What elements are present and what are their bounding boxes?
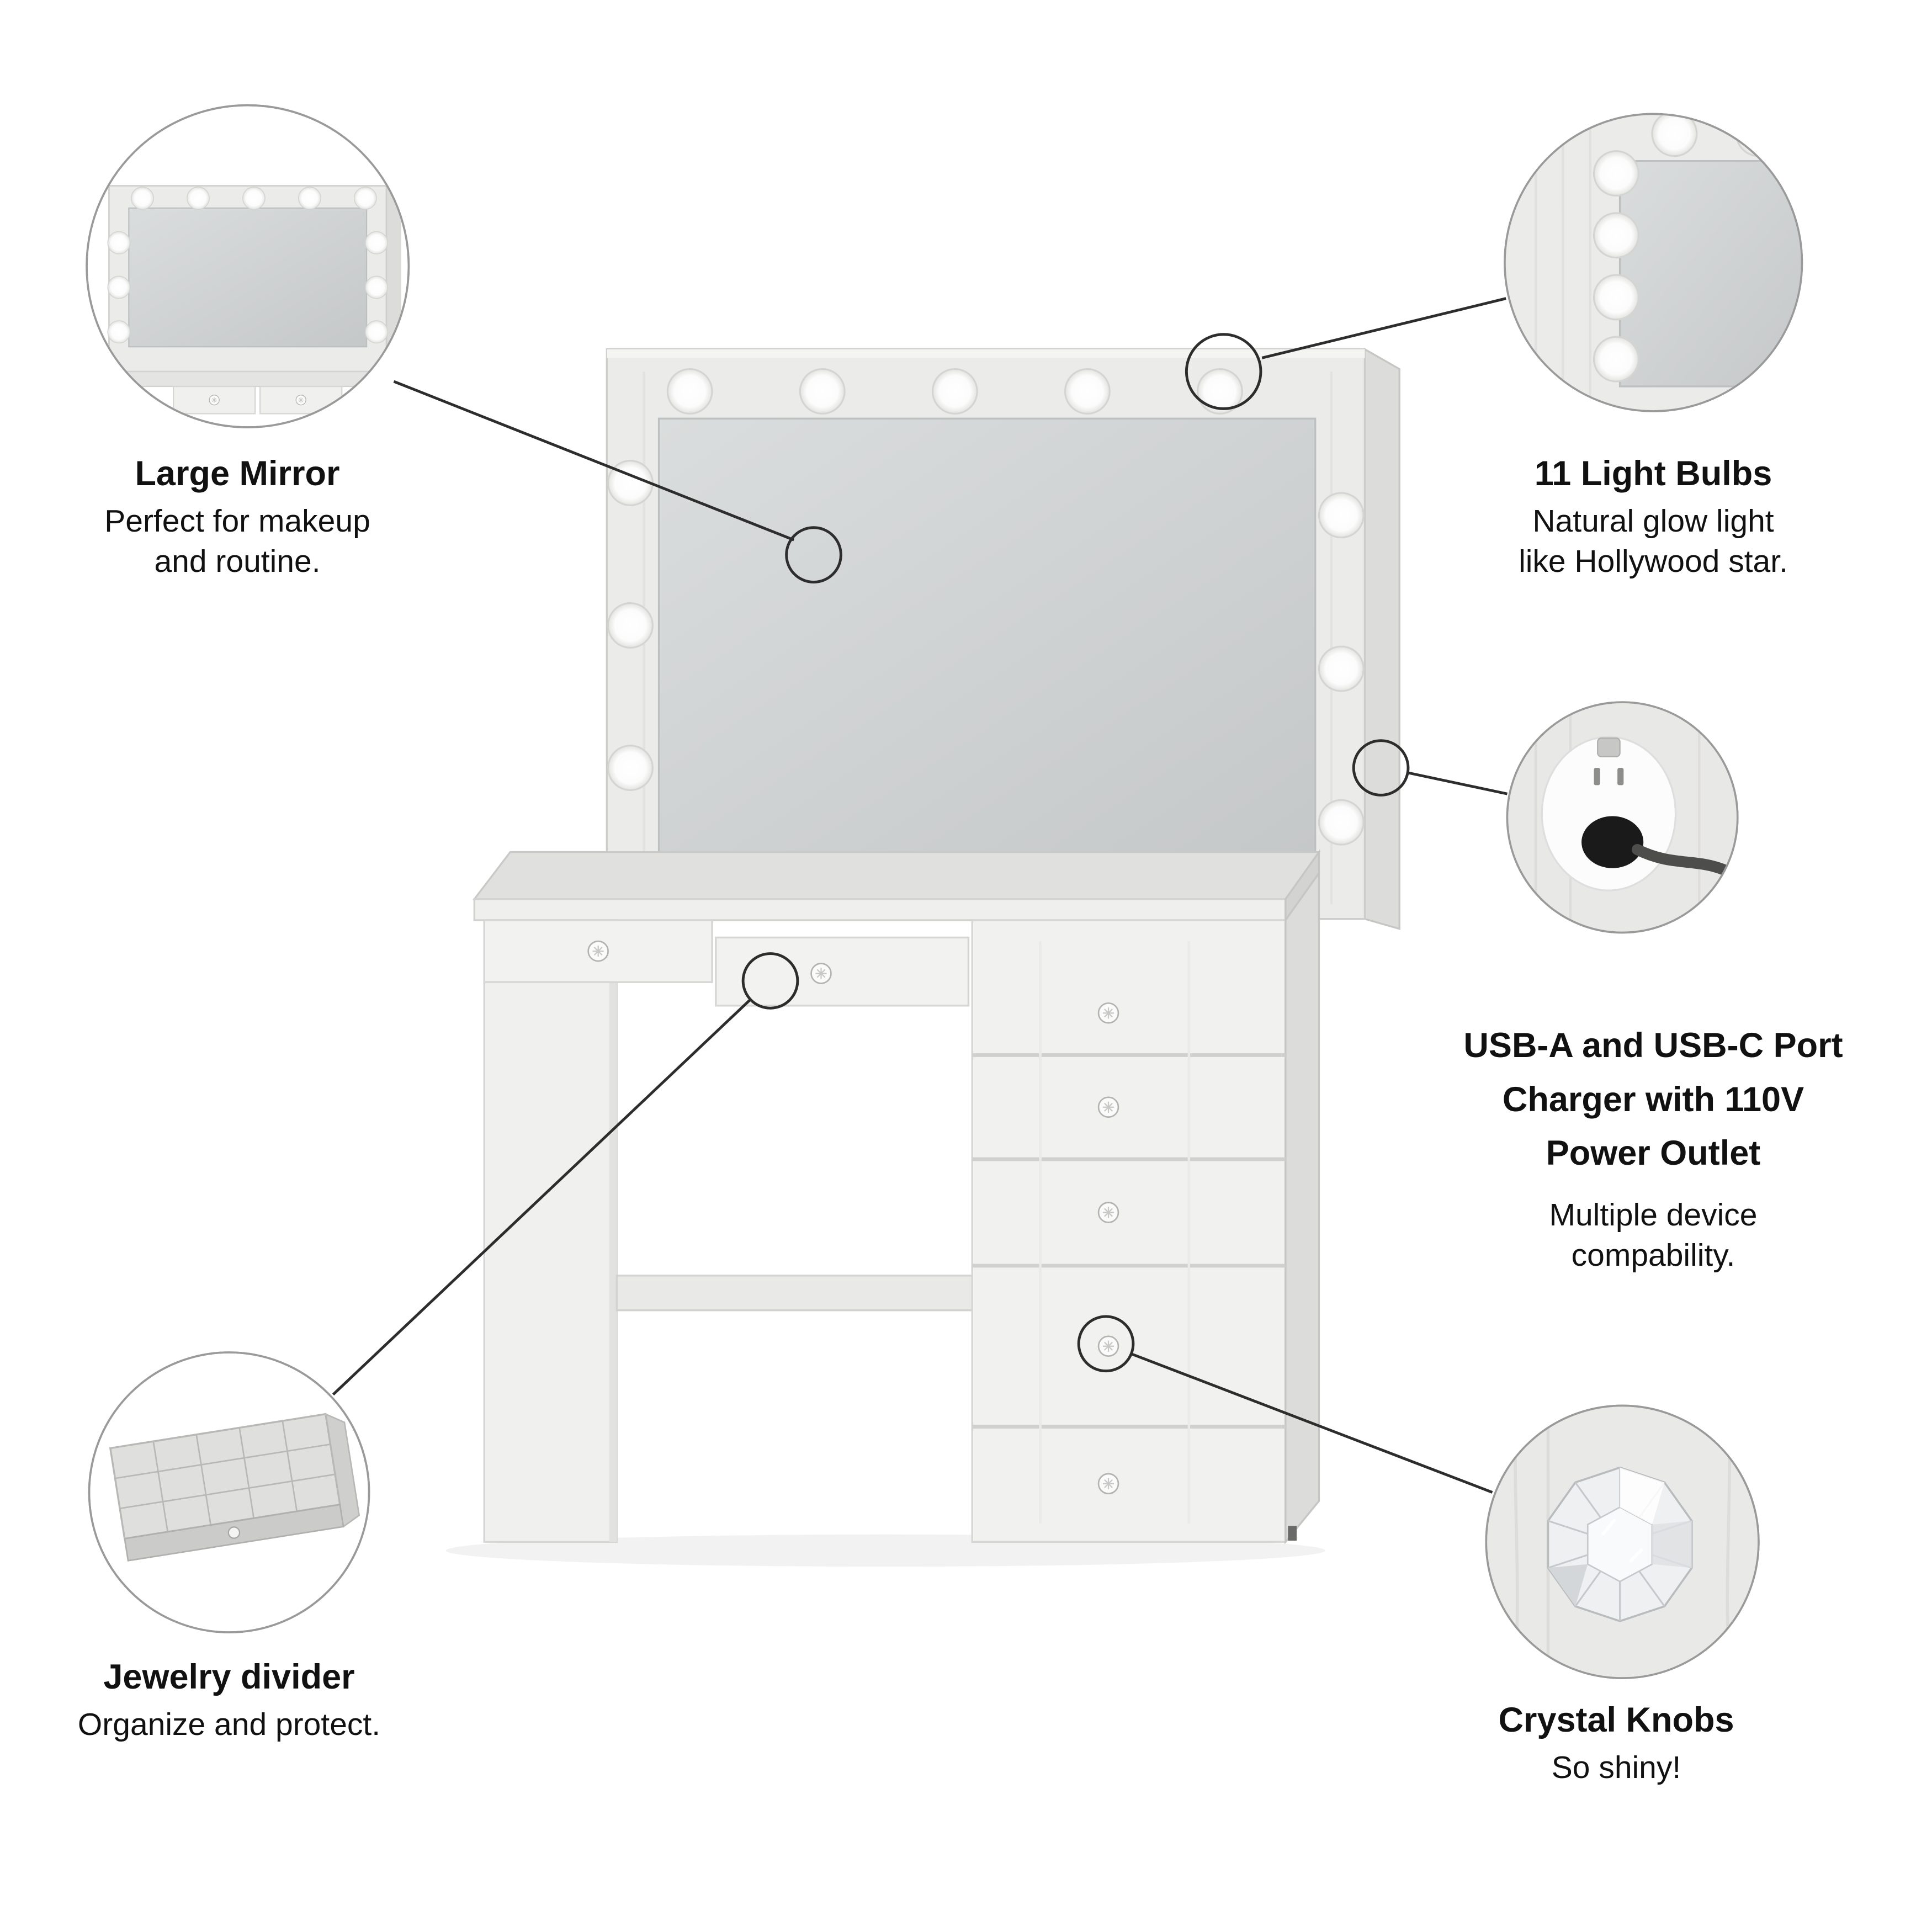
crystal-knob [1097,1002,1119,1024]
vanity [445,347,1400,1567]
title-line: USB-A and USB-C Port [1463,1026,1843,1065]
title-line: Power Outlet [1546,1134,1761,1173]
feature-usb-ports-title: USB-A and USB-C Port Charger with 110V P… [1405,1019,1902,1181]
callout-circle-light-bulbs [1504,113,1803,412]
desc-line: Perfect for makeup [104,503,370,539]
feature-large-mirror-desc: Perfect for makeup and routine. [30,501,444,582]
mirror-glass [657,417,1317,853]
desk-top [472,849,1321,923]
feature-usb-ports-desc: Multiple device compability. [1405,1195,1902,1276]
crystal-knob [810,963,832,984]
feature-crystal-knobs-desc: So shiny! [1551,1749,1681,1785]
ring-outlet [1352,739,1410,797]
feature-usb-ports: USB-A and USB-C Port Charger with 110V P… [1405,1019,1902,1276]
feature-jewelry-divider: Jewelry divider Organize and protect. [36,1655,422,1745]
plug-icon [1581,816,1644,868]
light-bulb [1318,645,1365,692]
crystal-knob [1097,1202,1119,1223]
light-bulb [1064,368,1111,415]
usb-connector-icon [1597,737,1621,757]
callout-circle-crystal-knob [1485,1404,1760,1679]
title-line: Charger with 110V [1502,1080,1804,1119]
light-bulb [1318,799,1365,846]
light-bulb [931,368,978,415]
outlet-icon [1507,702,1738,933]
callout-circle-large-mirror [86,104,410,428]
crystal-knob [1097,1335,1119,1357]
support-beam [615,1275,973,1312]
crystal-knob-icon [1486,1405,1759,1679]
cabinet-foot [1288,1526,1297,1541]
annotation-rings [741,333,1410,1373]
light-bulb [607,460,654,506]
jewelry-tray-icon [109,1413,360,1562]
ring-knob [1077,1315,1135,1373]
feature-crystal-knobs: Crystal Knobs So shiny! [1423,1698,1809,1788]
crystal-knob [1097,1096,1119,1118]
bulb-corner-icon [1504,114,1802,411]
mini-mirror-icon [98,185,401,415]
feature-jewelry-divider-desc: Organize and protect. [77,1706,381,1742]
crystal-knob [587,940,609,962]
light-bulb [607,602,654,649]
ring-bulb [1185,333,1262,410]
callout-circle-jewelry-divider [88,1351,370,1633]
light-bulb [1318,492,1365,539]
ring-jewelry-drawer [741,952,799,1010]
feature-large-mirror: Large Mirror Perfect for makeup and rout… [30,452,444,582]
left-leg-shading [609,982,617,1542]
drawer-dividers [972,1053,1286,1429]
feature-light-bulbs-desc: Natural glow light like Hollywood star. [1438,501,1869,582]
feature-jewelry-divider-title: Jewelry divider [103,1658,355,1696]
light-bulb [607,745,654,791]
top-drawers [483,919,970,1007]
desc-line: Natural glow light [1532,503,1774,539]
callout-lines [332,297,1508,1494]
right-cabinet [971,870,1320,1544]
desc-line: Multiple device [1549,1197,1758,1233]
light-bulb [666,368,713,415]
feature-light-bulbs: 11 Light Bulbs Natural glow light like H… [1438,452,1869,582]
ring-mirror [785,526,842,583]
desc-line: and routine. [154,543,321,579]
desc-line: compability. [1571,1237,1735,1273]
light-bulb [799,368,846,415]
callout-circle-power-outlet [1506,701,1739,934]
feature-light-bulbs-title: 11 Light Bulbs [1534,454,1772,493]
desc-line: like Hollywood star. [1519,543,1788,579]
crystal-knob [1097,1473,1119,1495]
feature-large-mirror-title: Large Mirror [135,454,340,493]
feature-crystal-knobs-title: Crystal Knobs [1498,1701,1734,1739]
drawer-center [715,936,970,1007]
mirror-frame [606,347,1400,930]
